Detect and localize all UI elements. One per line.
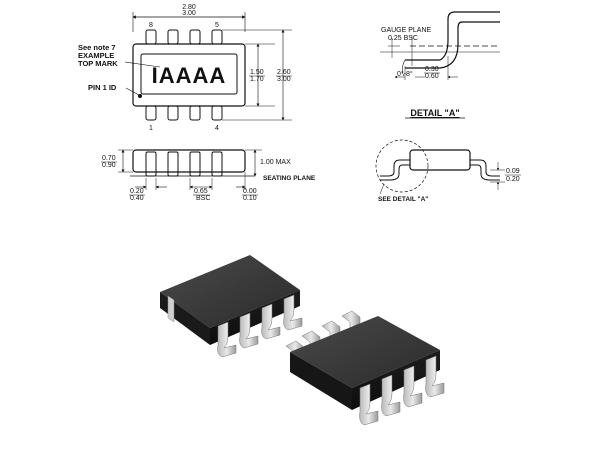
height-dim-max: 0.90 bbox=[102, 162, 116, 169]
top-mark-label: TOP MARK bbox=[78, 59, 118, 68]
gauge-plane-dim: 0.25 BSC bbox=[388, 35, 418, 42]
width-dim-max: 3.00 bbox=[182, 10, 196, 17]
standoff-min: 0.00 bbox=[243, 188, 257, 195]
chip-right-front-leads bbox=[359, 355, 445, 426]
note-label: See note 7 bbox=[78, 43, 116, 52]
body-dim-max: 1.70 bbox=[250, 76, 264, 83]
detail-a-title: DETAIL "A" bbox=[410, 108, 459, 118]
top-view-labels: 2.80 3.00 See note 7 EXAMPLE TOP MARK PI… bbox=[78, 4, 292, 132]
gauge-plane-label: GAUGE PLANE bbox=[381, 27, 432, 34]
gauge-detail bbox=[380, 11, 500, 80]
detail-a-labels: SEE DETAIL "A" 0.09 0.20 bbox=[378, 168, 521, 203]
chip-photo-left bbox=[160, 255, 303, 358]
standoff-max: 0.10 bbox=[243, 195, 257, 202]
chip-photo-right bbox=[285, 310, 445, 426]
lead-width-min: 0.20 bbox=[130, 188, 144, 195]
top-mark-text: IAAAA bbox=[152, 63, 227, 88]
lead-thickness-max: 0.20 bbox=[506, 176, 520, 183]
side-view bbox=[118, 149, 262, 190]
lead-width-max: 0.40 bbox=[130, 195, 144, 202]
seating-plane-label: SEATING PLANE bbox=[263, 175, 316, 182]
pitch-bsc: BSC bbox=[196, 195, 210, 202]
side-view-labels: 0.70 0.90 1.00 MAX SEATING PLANE 0.20 0.… bbox=[101, 155, 316, 202]
gauge-labels: GAUGE PLANE 0.25 BSC 0°-8° 0.30 0.60 bbox=[381, 27, 440, 80]
lead-thickness-min: 0.09 bbox=[506, 168, 520, 175]
chip-right-top bbox=[290, 316, 440, 388]
example-label: EXAMPLE bbox=[78, 51, 114, 60]
overall-dim-max: 3.00 bbox=[277, 76, 291, 83]
pin-number-4: 4 bbox=[215, 125, 219, 132]
height-dim-min: 0.70 bbox=[102, 155, 116, 162]
top-view bbox=[124, 12, 292, 121]
max-height-dim: 1.00 MAX bbox=[260, 159, 291, 166]
overall-dim-min: 2.60 bbox=[277, 69, 291, 76]
body-dim-min: 1.50 bbox=[250, 69, 264, 76]
pin1-label: PIN 1 ID bbox=[88, 83, 117, 92]
pitch-dim: 0.65 bbox=[194, 188, 208, 195]
detail-a-view bbox=[375, 139, 505, 195]
width-dim-min: 2.80 bbox=[182, 4, 196, 11]
angle-dim: 0°-8° bbox=[397, 70, 413, 78]
pin-number-5: 5 bbox=[215, 22, 219, 29]
chip-left-leads bbox=[217, 294, 303, 358]
foot-length-max: 0.60 bbox=[425, 73, 439, 80]
pin-number-1: 1 bbox=[149, 125, 153, 132]
see-detail-label: SEE DETAIL "A" bbox=[378, 196, 428, 203]
foot-length-min: 0.30 bbox=[425, 66, 439, 73]
chip-left-top bbox=[160, 255, 300, 328]
pin-number-8: 8 bbox=[149, 22, 153, 29]
